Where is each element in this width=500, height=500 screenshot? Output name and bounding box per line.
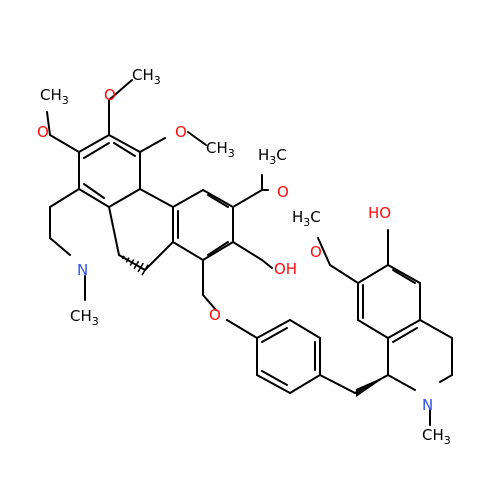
single-bond (108, 134, 141, 153)
single-bond (108, 188, 141, 208)
hash-line (137, 262, 144, 273)
atom-label-me-b: CH3 (132, 66, 161, 87)
double-bond (392, 269, 416, 284)
single-bond (144, 241, 174, 271)
bond-lines (46, 79, 453, 426)
atom-label-n-b: N (422, 396, 433, 414)
single-bond (387, 319, 421, 339)
atom-label-me-a: CH3 (40, 86, 69, 107)
single-bond (329, 264, 359, 284)
double-bond (261, 370, 288, 386)
single-bond (108, 79, 133, 101)
double-bond (83, 183, 105, 199)
hash-line (141, 264, 149, 276)
hash-line (133, 260, 140, 270)
double-bond (392, 327, 418, 343)
single-bond (289, 374, 321, 394)
atom-label-o-e: O (310, 243, 322, 261)
atom-label-n-a: N (77, 261, 88, 279)
single-bond (78, 134, 110, 153)
single-bond (202, 189, 234, 208)
single-bond (357, 319, 389, 339)
single-bond (439, 374, 453, 383)
atom-label-me-f: CH3 (70, 307, 99, 328)
single-bond (78, 188, 110, 208)
single-bond (108, 206, 120, 256)
hash-line (129, 259, 135, 266)
atom-label-o-b: O (104, 86, 116, 104)
single-bond (256, 319, 291, 339)
single-bond (387, 264, 421, 284)
hash-line (117, 253, 121, 257)
single-bond (172, 189, 204, 208)
atom-label-o-c: O (175, 123, 187, 141)
single-bond (139, 188, 174, 208)
atom-label-me-c: CH3 (206, 139, 235, 160)
atom-label-o-a: O (37, 123, 49, 141)
atom-label-oh-a: HO (368, 204, 391, 222)
hash-line (121, 255, 125, 260)
solid-wedge-bond (356, 375, 388, 397)
single-bond (232, 189, 263, 208)
single-bond (226, 319, 258, 339)
atom-label-me-g: CH3 (422, 426, 451, 447)
double-bond (207, 194, 229, 208)
single-bond (202, 241, 234, 261)
hash-line (125, 257, 130, 263)
single-bond (317, 237, 331, 266)
single-bond (387, 374, 416, 391)
single-bond (172, 241, 204, 261)
double-bond (83, 142, 110, 159)
single-bond (187, 131, 207, 146)
single-bond (49, 188, 80, 208)
double-bond (113, 142, 136, 157)
atom-label-me-e: H3C (292, 208, 321, 229)
single-bond (49, 134, 80, 153)
single-bond (319, 374, 356, 394)
double-bond (261, 327, 288, 343)
single-bond (256, 374, 291, 394)
single-bond (419, 319, 453, 339)
atom-label-o-ether: O (209, 306, 221, 324)
atom-label-oh-b: OH (274, 260, 297, 278)
double-bond (207, 241, 229, 256)
single-bond (232, 241, 263, 261)
single-bond (289, 319, 321, 339)
single-bond (261, 259, 273, 269)
hashed-wedge-bond (117, 253, 149, 276)
single-bond (139, 137, 166, 153)
single-bond (49, 237, 71, 256)
single-bond (357, 264, 389, 284)
atom-label-o-d: O (277, 183, 289, 201)
single-bond (46, 111, 51, 136)
single-bond (202, 294, 217, 311)
atom-label-me-d: H3C (258, 146, 287, 167)
